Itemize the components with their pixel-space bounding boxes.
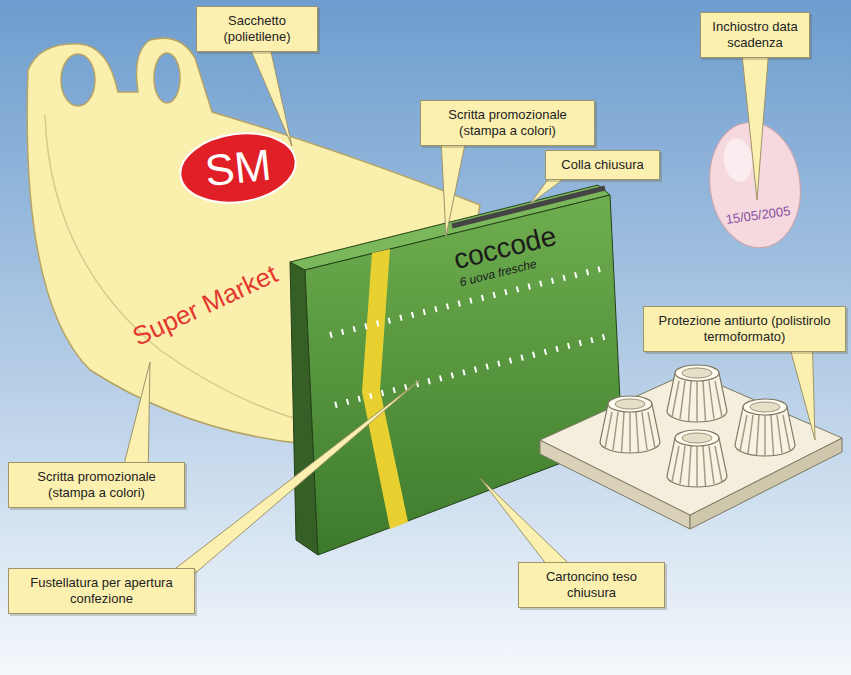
callout-box: Colla chiusura [545, 150, 660, 180]
callout-text: Protezione antiurto (polistirolo termofo… [652, 313, 837, 345]
callout-pointer [740, 35, 770, 200]
callout-box: Protezione antiurto (polistirolo termofo… [643, 306, 846, 352]
egg-cup [667, 430, 727, 487]
egg-highlight [721, 136, 755, 183]
carton-stripe [362, 249, 408, 529]
callout-text: Scritta promozionale (stampa a colori) [429, 107, 586, 139]
logo-ellipse [176, 126, 300, 209]
bag-handle-hole [154, 53, 180, 103]
callout-text: Fustellatura per apertura confezione [17, 575, 186, 607]
callout-text: Sacchetto (polietilene) [205, 13, 309, 45]
callout-text: Colla chiusura [554, 157, 651, 173]
callout-box: Scritta promozionale (stampa a colori) [420, 100, 595, 146]
callout-box: Inchiostro data scadenza [700, 12, 810, 58]
bag-handle-hole [61, 54, 95, 106]
callout-box: Cartoncino teso chiusura [518, 562, 665, 608]
callout-box: Scritta promozionale (stampa a colori) [8, 462, 185, 508]
carton-front [305, 195, 622, 555]
egg-cup [735, 399, 795, 456]
callout-text: Cartoncino teso chiusura [527, 569, 656, 601]
glue-strip [452, 188, 605, 226]
callout-box: Fustellatura per apertura confezione [8, 568, 195, 614]
callout-text: Inchiostro data scadenza [709, 19, 801, 51]
egg-cup [600, 396, 660, 453]
egg-cup [667, 365, 727, 422]
callout-pointer [150, 380, 420, 588]
logo-text: SM [203, 143, 273, 194]
perforation [335, 335, 612, 405]
callout-box: Sacchetto (polietilene) [196, 6, 318, 52]
bag-fold [45, 115, 300, 420]
callout-text: Scritta promozionale (stampa a colori) [17, 469, 176, 501]
